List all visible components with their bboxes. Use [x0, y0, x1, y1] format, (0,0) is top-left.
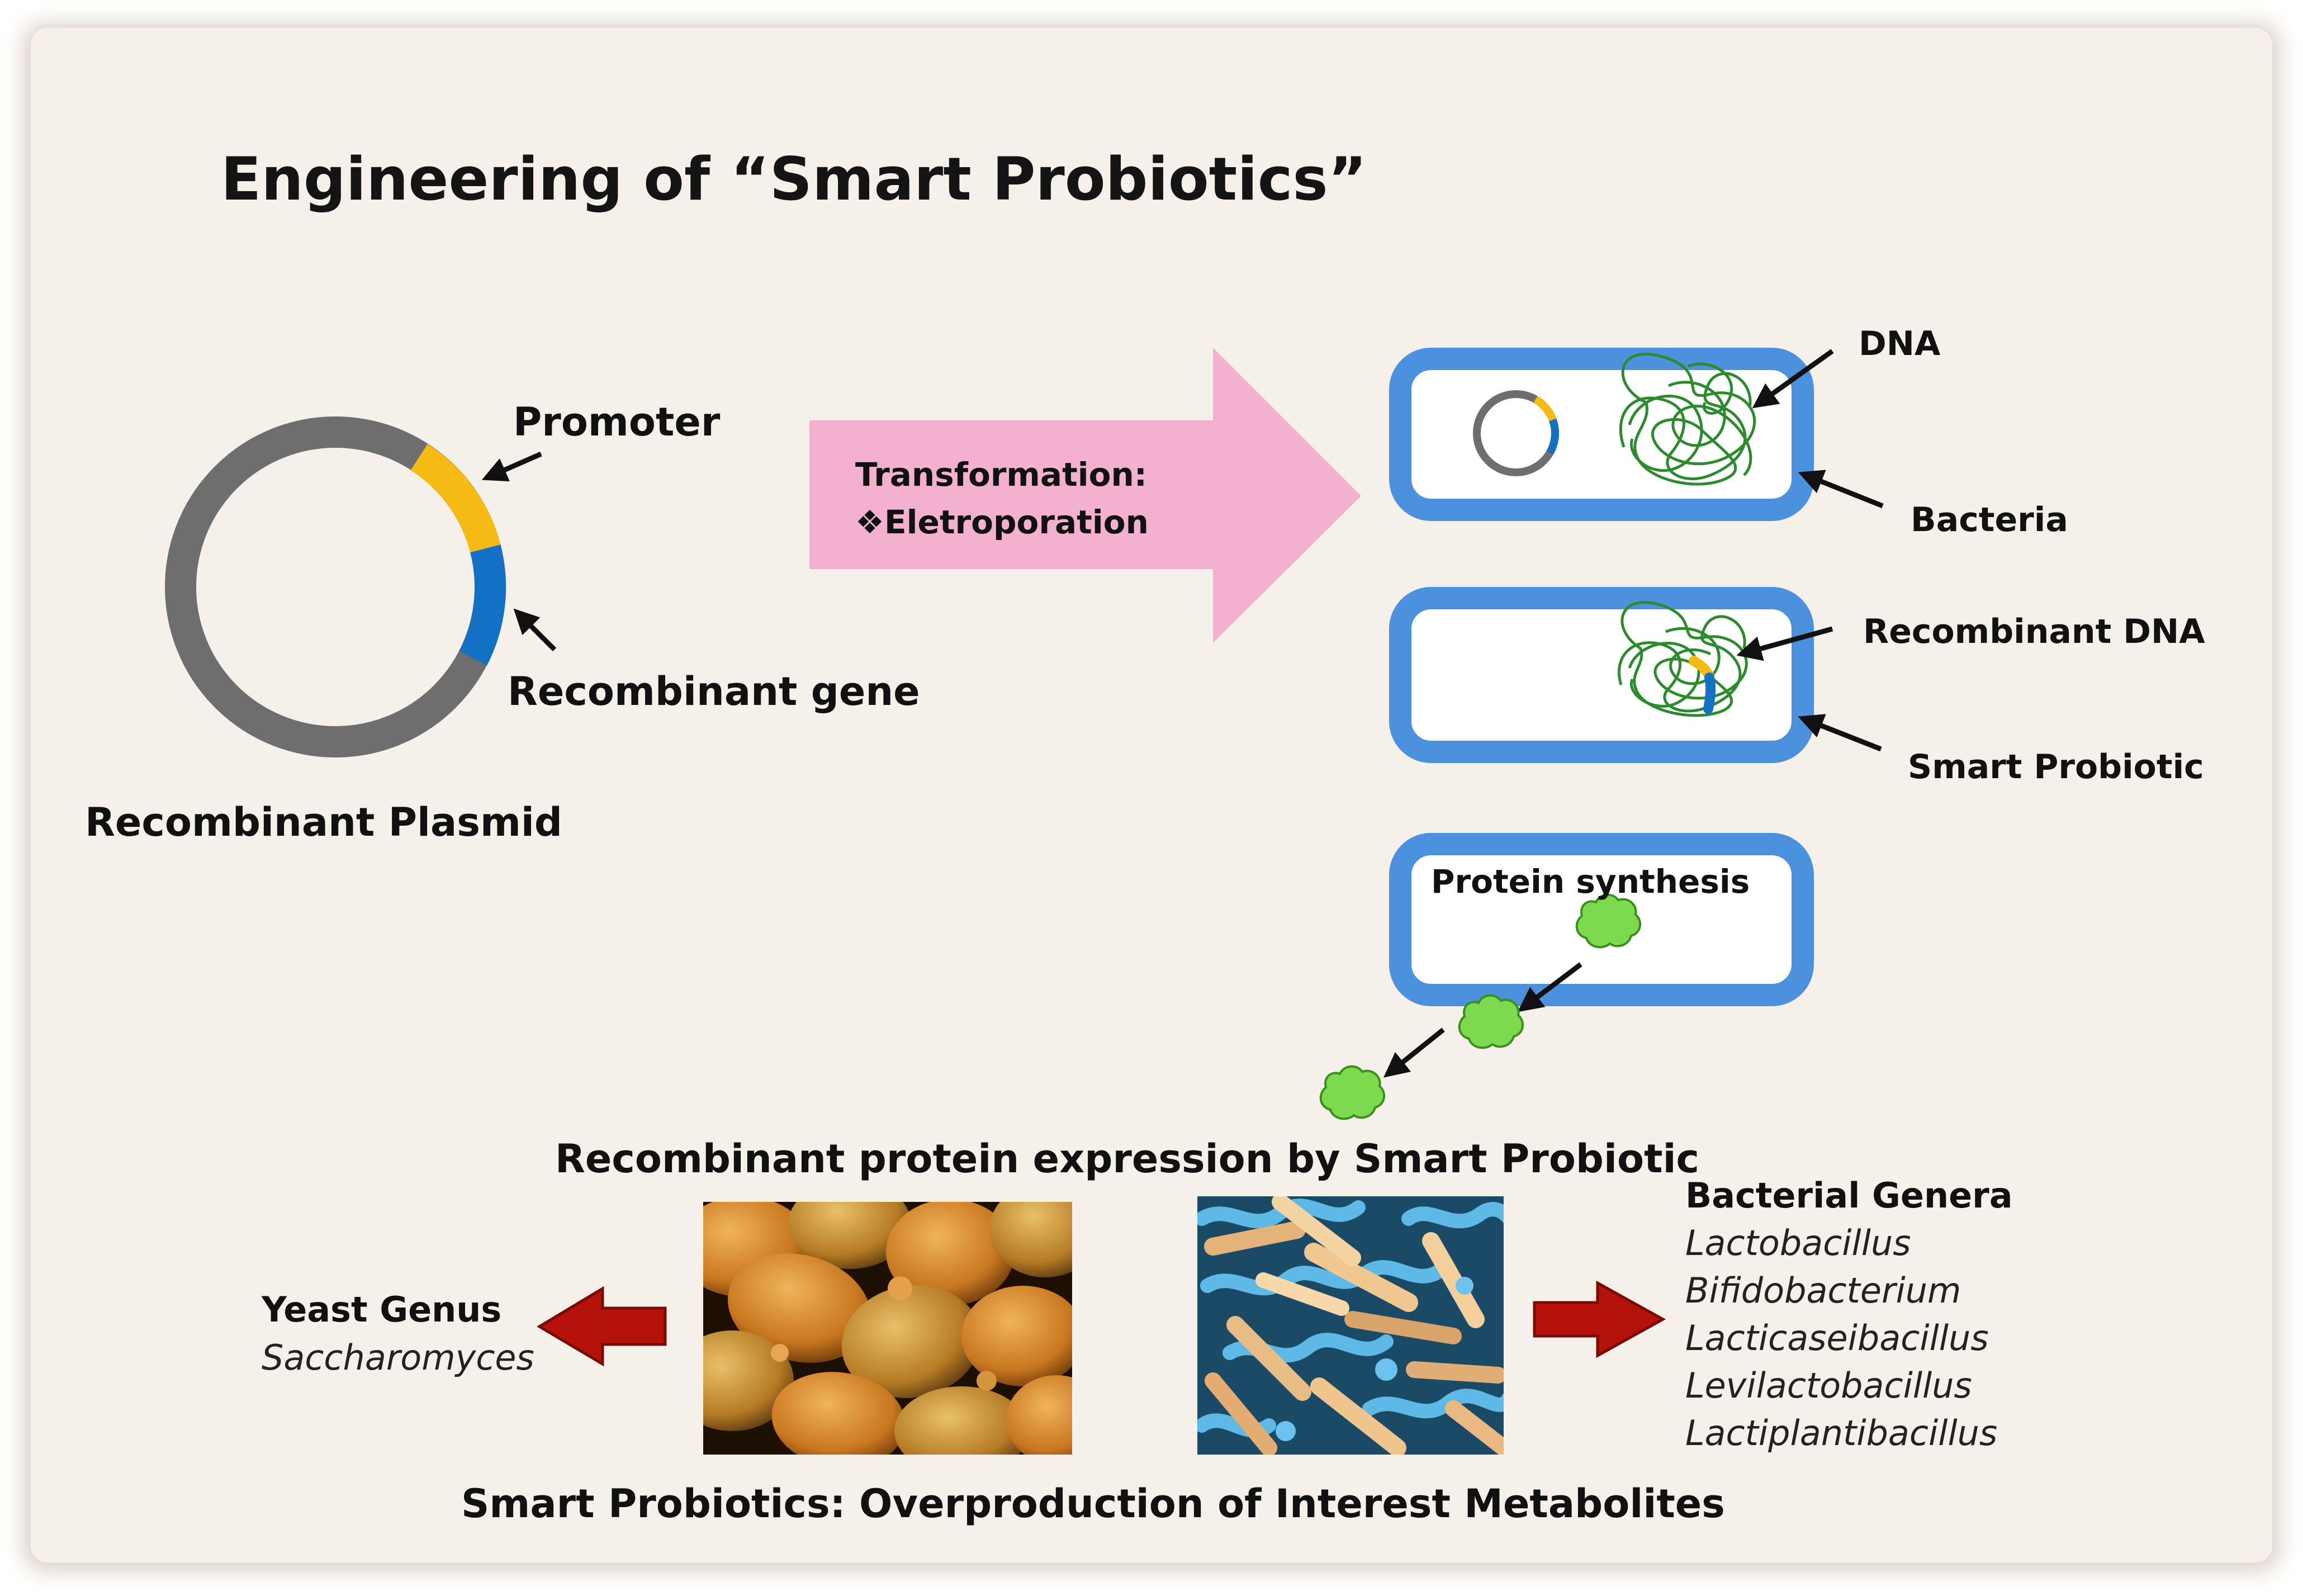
- smart-probiotic-label: Smart Probiotic: [1908, 747, 2204, 787]
- recombinant-gene-label: Recombinant gene: [508, 669, 920, 714]
- recombinant-dna-gene: [1703, 673, 1716, 714]
- cell-plasmid-promoter: [1533, 396, 1557, 422]
- recombinant-dna-label: Recombinant DNA: [1863, 612, 2205, 651]
- yeast-micrograph: [703, 1202, 1072, 1455]
- transformation-arrow: [809, 348, 1361, 643]
- page-title: Engineering of “Smart Probiotics”: [221, 145, 1367, 214]
- gene-arrow: [513, 608, 557, 652]
- protein-blob-1: [1575, 893, 1642, 949]
- bacterial-dna-tangle: [1619, 353, 1756, 486]
- cell-plasmid-gene: [1546, 418, 1559, 455]
- bacteria-cell: [1389, 348, 1884, 521]
- bacteria-arrow: [1798, 470, 1884, 509]
- promoter-label: Promoter: [513, 399, 721, 445]
- bacterial-genus-item: Lactiplantibacillus: [1685, 1413, 1998, 1453]
- promoter-segment: [410, 444, 501, 553]
- recombinant-plasmid-caption: Recombinant Plasmid: [85, 799, 562, 845]
- bacterial-genus-item: Bifidobacterium: [1685, 1270, 1961, 1311]
- bacteria-red-arrow: [1533, 1280, 1666, 1358]
- bacteria-label: Bacteria: [1911, 500, 2068, 539]
- protein-arrow-2: [1383, 1027, 1445, 1078]
- bacterial-genus-item: Levilactobacillus: [1685, 1365, 1972, 1406]
- bacterial-genus-item: Lactobacillus: [1685, 1223, 1911, 1263]
- smart-probiotic-cell: [1389, 587, 1882, 763]
- transformation-label: Transformation:: [855, 456, 1147, 494]
- yeast-red-arrow: [537, 1286, 667, 1367]
- protein-arrow-1: [1517, 962, 1582, 1012]
- recombinant-dna-arrow: [1736, 626, 1833, 661]
- footer-caption: Smart Probiotics: Overproduction of Inte…: [461, 1481, 1725, 1527]
- expression-caption: Recombinant protein expression by Smart …: [555, 1136, 1700, 1182]
- protein-blob-3: [1319, 1065, 1386, 1120]
- bacterial-genus-item: Lacticaseibacillus: [1685, 1318, 1989, 1358]
- smart-probiotic-arrow: [1798, 714, 1882, 752]
- recombinant-plasmid: [165, 416, 557, 757]
- protein-synthesis-cell: [1319, 833, 1814, 1120]
- yeast-genus-heading: Yeast Genus: [262, 1289, 502, 1330]
- dna-arrow: [1752, 349, 1834, 409]
- electroporation-label: ❖Eletroporation: [855, 503, 1149, 541]
- protein-synthesis-label: Protein synthesis: [1431, 863, 1750, 901]
- promoter-arrow: [481, 451, 542, 482]
- protein-blob-2: [1458, 994, 1524, 1049]
- dna-label: DNA: [1859, 324, 1941, 363]
- yeast-genus-name: Saccharomyces: [262, 1337, 534, 1378]
- bacterial-genera-heading: Bacterial Genera: [1685, 1175, 2013, 1216]
- recombinant-gene-segment: [459, 544, 506, 666]
- bacteria-micrograph: [1197, 1196, 1504, 1455]
